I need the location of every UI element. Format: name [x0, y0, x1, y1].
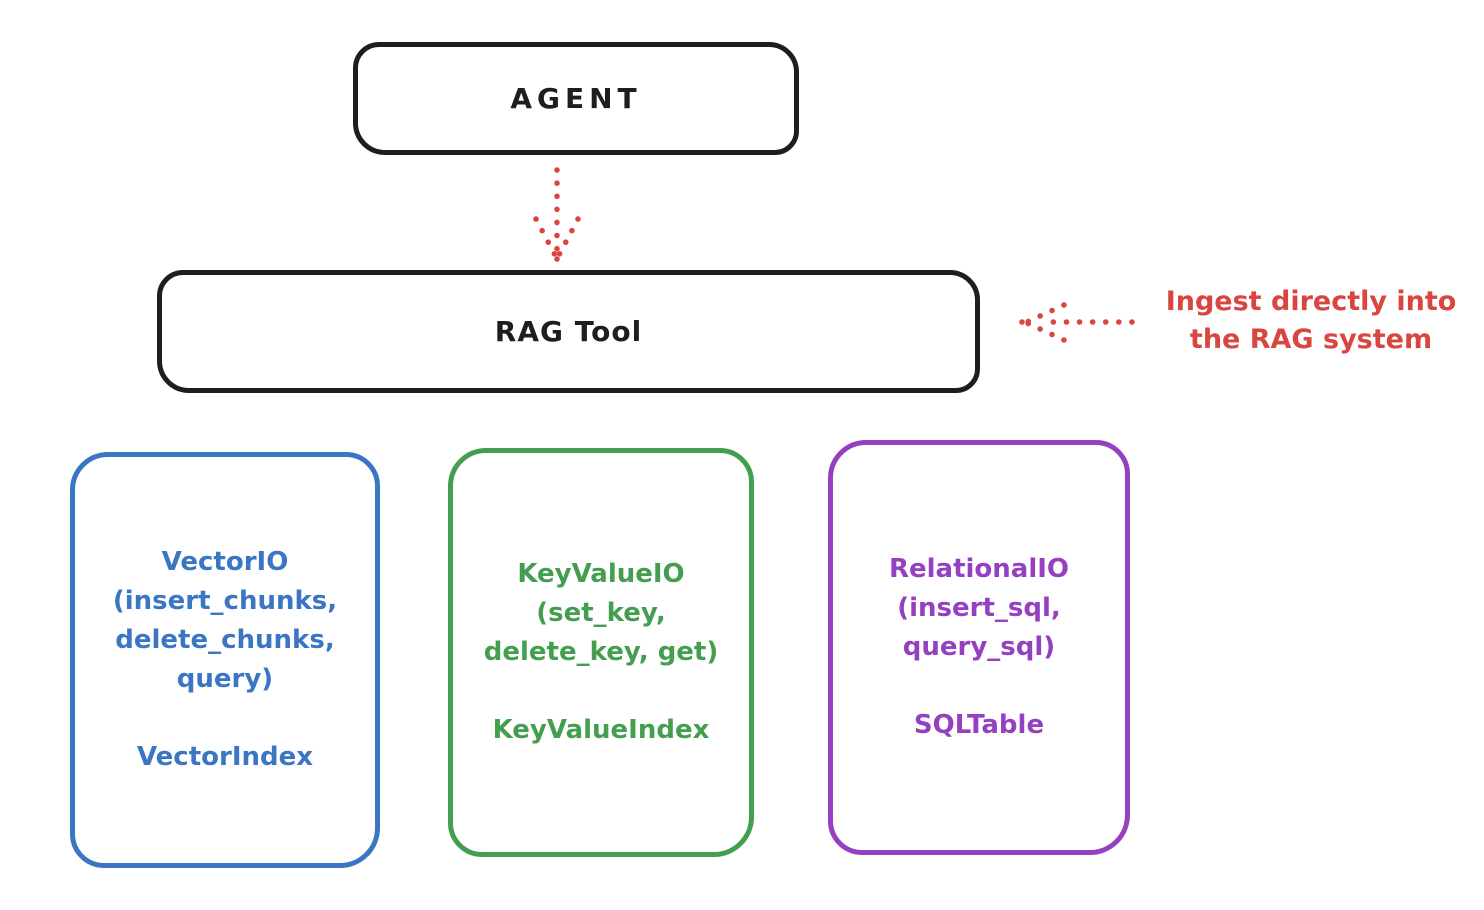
keyvalue-index-label: KeyValueIndex [492, 715, 710, 745]
rag-tool-box-label: RAG Tool [494, 315, 643, 348]
keyvalue-io-line: delete_key, get) [483, 637, 719, 667]
keyvalue-io-line: KeyValueIO [517, 559, 685, 589]
agent-to-rag-arrow-icon [533, 167, 581, 262]
sql-table-label: SQLTable [913, 710, 1045, 740]
ingest-annotation-arrow-icon [1019, 302, 1135, 343]
ingest-annotation: Ingest directly into the RAG system [1138, 283, 1484, 359]
keyvalue-io-box: KeyValueIO (set_key, delete_key, get) Ke… [448, 448, 754, 857]
relational-io-line: query_sql) [902, 632, 1056, 662]
ingest-annotation-line2: the RAG system [1189, 324, 1433, 355]
ingest-annotation-line1: Ingest directly into [1165, 286, 1457, 317]
vector-io-box: VectorIO (insert_chunks, delete_chunks, … [70, 452, 380, 868]
relational-io-box: RelationalIO (insert_sql, query_sql) SQL… [828, 440, 1130, 855]
vector-index-label: VectorIndex [136, 742, 314, 772]
agent-box: AGENT [353, 42, 799, 155]
relational-io-line: (insert_sql, [897, 593, 1061, 623]
rag-tool-box: RAG Tool [157, 270, 980, 393]
vector-io-line: delete_chunks, [115, 625, 335, 655]
vector-io-line: query) [176, 664, 274, 694]
keyvalue-io-line: (set_key, [536, 598, 666, 628]
vector-io-line: VectorIO [161, 547, 289, 577]
agent-box-label: AGENT [510, 82, 642, 115]
vector-io-line: (insert_chunks, [112, 586, 338, 616]
relational-io-line: RelationalIO [888, 554, 1070, 584]
